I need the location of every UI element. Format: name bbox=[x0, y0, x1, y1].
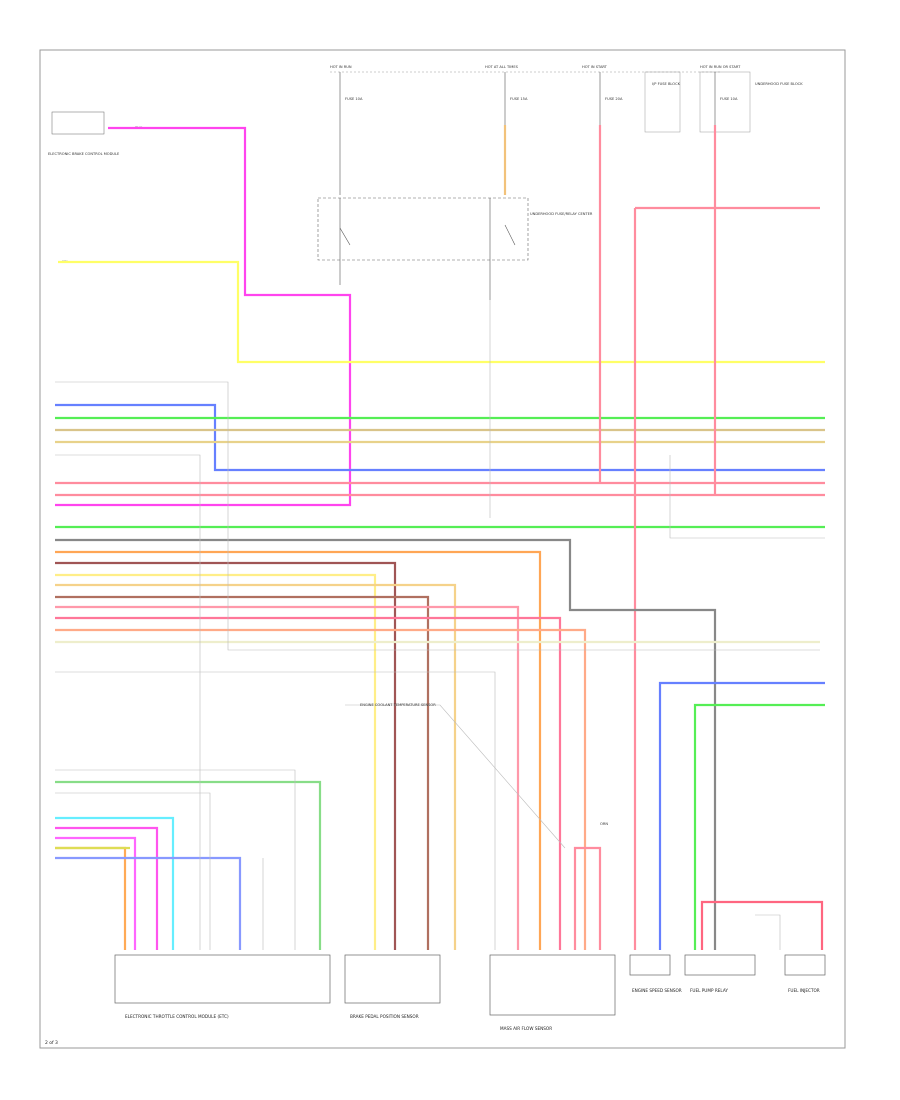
relay-box-label: UNDERHOOD FUSE/RELAY CENTER bbox=[530, 212, 593, 216]
wires bbox=[55, 125, 825, 950]
fuse-label-1: FUSE 10A bbox=[345, 97, 363, 101]
component-label-4: ENGINE SPEED SENSOR bbox=[632, 988, 682, 993]
page-reference: 2 of 3 bbox=[45, 1040, 58, 1046]
diagram-border bbox=[39, 49, 846, 1049]
left-connector-label: ELECTRONIC BRAKE CONTROL MODULE bbox=[48, 152, 120, 156]
left-connector: ELECTRONIC BRAKE CONTROL MODULE PNK YEL bbox=[48, 111, 143, 264]
sensor-note: ENGINE COOLANT TEMPERATURE SENSOR bbox=[360, 703, 436, 707]
feed-label-3: HOT IN START bbox=[582, 65, 608, 69]
component-label-2: BRAKE PEDAL POSITION SENSOR bbox=[350, 1014, 419, 1019]
fuse-label-3: FUSE 20A bbox=[605, 97, 623, 101]
feed-label-2: HOT AT ALL TIMES bbox=[485, 65, 519, 69]
fuse-label-2: FUSE 15A bbox=[510, 97, 528, 101]
orange-wire-label: ORN bbox=[600, 822, 608, 826]
power-feeds: HOT IN RUN HOT AT ALL TIMES HOT IN START… bbox=[330, 65, 803, 195]
relay-box: UNDERHOOD FUSE/RELAY CENTER bbox=[317, 197, 593, 300]
component-label-5: FUEL PUMP RELAY bbox=[690, 988, 728, 993]
fuse-label-4: FUSE 10A bbox=[720, 97, 738, 101]
feed-label-1: HOT IN RUN bbox=[330, 65, 352, 69]
bottom-components: ENGINE COOLANT TEMPERATURE SENSOR ELECTR… bbox=[114, 703, 826, 1031]
thin-wires bbox=[55, 300, 825, 950]
fuse-block-note-2: UNDERHOOD FUSE BLOCK bbox=[755, 82, 803, 86]
feed-label-4: HOT IN RUN OR START bbox=[700, 65, 741, 69]
component-label-6: FUEL INJECTOR bbox=[788, 988, 820, 993]
component-label-1: ELECTRONIC THROTTLE CONTROL MODULE (ETC) bbox=[125, 1014, 229, 1019]
fuse-block-note-1: I/P FUSE BLOCK bbox=[652, 82, 681, 86]
component-label-3: MASS AIR FLOW SENSOR bbox=[500, 1026, 552, 1031]
